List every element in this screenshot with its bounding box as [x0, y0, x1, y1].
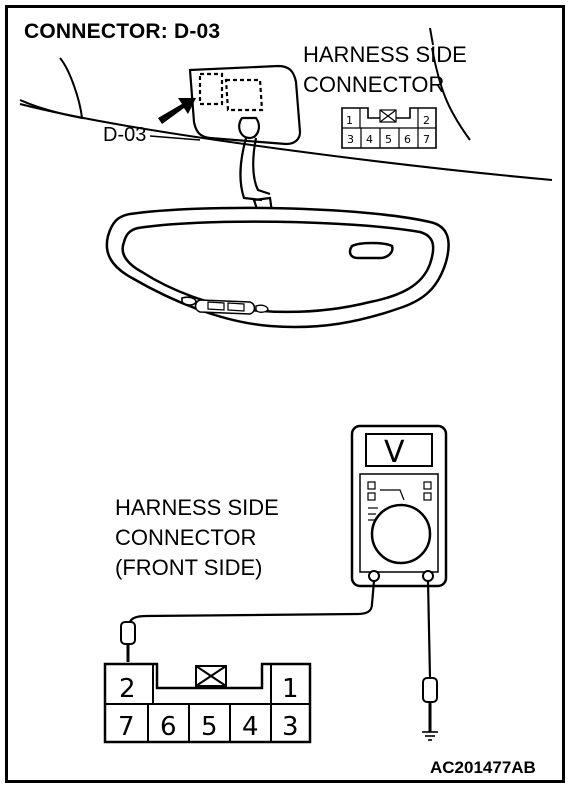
large-pin-top-right: 1: [282, 674, 299, 704]
connector-title: CONNECTOR: D-03: [24, 20, 221, 43]
d03-leader-line: [149, 135, 201, 141]
mirror-stem: [239, 137, 274, 214]
meter-display-text: V: [384, 435, 405, 470]
mirror-bracket: [188, 64, 302, 146]
harness-top-line1: HARNESS SIDE: [303, 42, 467, 67]
harness-bottom-line2: CONNECTOR: [115, 525, 257, 550]
rear-view-mirror: [105, 206, 450, 329]
figure-code: AC201477AB: [430, 758, 536, 777]
large-pin-bottom-3: 5: [201, 712, 218, 742]
harness-bottom-line3: (FRONT SIDE): [115, 555, 263, 580]
harness-side-label-bottom: HARNESS SIDE CONNECTOR (FRONT SIDE): [115, 493, 279, 583]
large-pin-bottom-5: 3: [282, 712, 299, 742]
diagram-frame: [5, 5, 565, 783]
small-pin-bottom-2: 4: [366, 133, 373, 146]
probe-ground: [422, 677, 438, 741]
small-pin-top-right: 2: [423, 114, 430, 127]
large-pin-bottom-4: 4: [242, 712, 259, 742]
large-pin-bottom-1: 7: [118, 712, 135, 742]
harness-bottom-line1: HARNESS SIDE: [115, 495, 279, 520]
small-pin-bottom-1: 3: [347, 133, 354, 146]
small-pin-bottom-4: 6: [404, 133, 411, 146]
windshield-lines: [19, 27, 553, 181]
harness-side-label-top: HARNESS SIDE CONNECTOR: [303, 40, 467, 100]
large-connector: 2 1 7 6 5 4 3: [103, 662, 312, 744]
harness-top-line2: CONNECTOR: [303, 72, 445, 97]
small-connector: 1 2 3 4 5 6 7: [341, 107, 437, 149]
d03-callout: D-03: [103, 124, 147, 146]
large-pin-bottom-2: 6: [160, 712, 177, 742]
small-pin-bottom-5: 7: [423, 133, 430, 146]
small-pin-top-left: 1: [346, 114, 353, 127]
large-pin-top-left: 2: [119, 674, 136, 704]
meter-dial: [370, 503, 432, 565]
small-pin-bottom-3: 5: [385, 133, 392, 146]
multimeter: V: [350, 424, 448, 588]
pointer-arrow: [158, 98, 196, 124]
